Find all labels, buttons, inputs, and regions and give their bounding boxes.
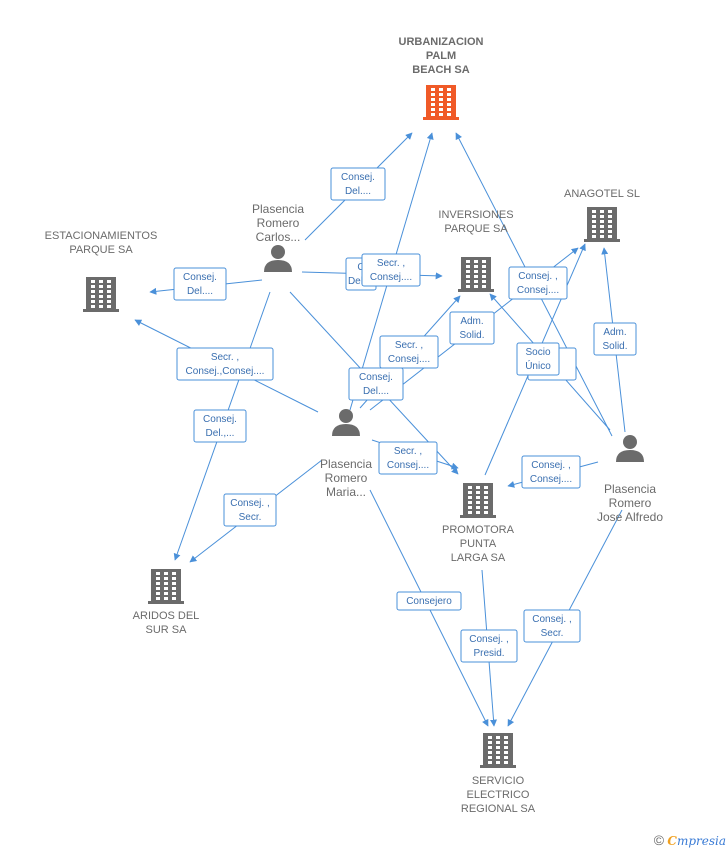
relation-tag-text: Secr. ,	[395, 340, 423, 351]
relation-tag-text: Consej.	[359, 372, 393, 383]
company-nodes: URBANIZACION PALM BEACH SA ANAGOTEL SL INVER…	[45, 36, 640, 815]
relation-tag-text: Consej....	[387, 460, 429, 471]
relation-tag-text: Solid.	[459, 330, 484, 341]
company-label-urbanizacion-line: PALM	[426, 50, 456, 62]
relation-tag-text: Consej.,Consej....	[186, 366, 265, 377]
person-label-maria-line: Plasencia	[320, 457, 372, 471]
company-label-aridos-line: SUR SA	[146, 624, 188, 636]
relation-tag-text: Único	[525, 359, 551, 372]
person-label-carlos-line: Carlos...	[256, 230, 301, 244]
person-icon-maria[interactable]	[332, 409, 360, 436]
person-nodes: PlasenciaRomeroCarlos...PlasenciaRomeroM…	[252, 202, 663, 524]
relation-tag-text: Consej. ,	[469, 634, 508, 645]
relation-tag-text: Secr. ,	[211, 352, 239, 363]
relation-tag-text: Del....	[345, 186, 371, 197]
building-icon-estacionamientos[interactable]	[83, 277, 119, 312]
copyright-symbol: ©	[653, 832, 665, 848]
building-icon-inversiones[interactable]	[458, 257, 494, 292]
relation-tag-t10[interactable]: Consej. Del.,...	[193, 409, 247, 443]
person-icon-jose[interactable]	[616, 435, 644, 462]
relation-tag-t13[interactable]: Adm. Solid.	[593, 322, 637, 356]
company-label-inversiones-line: INVERSIONES	[438, 209, 513, 221]
relation-tag-t7[interactable]: Secr. , Consej....	[379, 335, 439, 369]
relation-tag-text: Secr.	[541, 628, 564, 639]
relation-tag-text: Socio	[525, 347, 550, 358]
relation-tag-text: Solid.	[602, 341, 627, 352]
relation-tag-text: Consejero	[406, 596, 452, 607]
person-label-jose-line: Plasencia	[604, 482, 656, 496]
relation-tag-t19[interactable]: Consej. , Secr.	[523, 609, 581, 643]
relation-tag-t9[interactable]: Consej. Del....	[348, 367, 404, 401]
relation-tag-text: Consej....	[388, 354, 430, 365]
relation-tag-text: Secr.	[239, 512, 262, 523]
relation-tag-text: Adm.	[603, 327, 626, 338]
company-label-urbanizacion-line: BEACH SA	[412, 64, 470, 76]
relation-tags: Consej.Del....Consej.Del....CDel....Secr…	[173, 167, 637, 663]
person-label-jose-line: Romero	[609, 496, 652, 510]
relation-tag-t1[interactable]: Consej. Del....	[330, 167, 386, 201]
relation-tag-t4[interactable]: Secr. , Consej....	[361, 253, 421, 287]
building-icon-servicio[interactable]	[480, 733, 516, 768]
person-label-carlos-line: Romero	[257, 216, 300, 230]
relation-tag-text: Consej. ,	[531, 460, 570, 471]
relation-tag-text: C	[357, 262, 364, 273]
person-icon-carlos[interactable]	[264, 245, 292, 272]
company-label-servicio-line: SERVICIO	[472, 775, 525, 787]
company-label-estacionamientos-line: PARQUE SA	[69, 244, 133, 256]
relation-tag-t16[interactable]: Consej. , Secr.	[223, 493, 277, 527]
relation-tag-text: Consej....	[530, 474, 572, 485]
company-label-inversiones-line: PARQUE SA	[444, 223, 508, 235]
building-icon-aridos[interactable]	[148, 569, 184, 604]
relation-tag-text: Del....	[363, 386, 389, 397]
person-label-maria-line: Romero	[325, 471, 368, 485]
relation-tag-t17[interactable]: Consejero	[396, 591, 462, 611]
relation-tag-t6[interactable]: Adm. Solid.	[449, 311, 495, 345]
brand-logo[interactable]: Cmpresia	[667, 834, 726, 848]
relation-tag-text: Consej. ,	[532, 614, 571, 625]
building-icon-anagotel[interactable]	[584, 207, 620, 242]
company-label-aridos-line: ARIDOS DEL	[133, 610, 200, 622]
company-label-servicio-line: ELECTRICO	[467, 789, 530, 801]
building-icon-urbanizacion[interactable]	[423, 85, 459, 120]
relation-tag-text: Adm.	[460, 316, 483, 327]
relation-tag-text: Consej....	[370, 272, 412, 283]
person-label-carlos-line: Plasencia	[252, 202, 304, 216]
company-label-servicio-line: REGIONAL SA	[461, 803, 536, 815]
relation-tag-t5[interactable]: Consej. , Consej....	[508, 266, 568, 300]
relation-tag-text: Consej....	[517, 285, 559, 296]
company-label-anagotel-line: ANAGOTEL SL	[564, 188, 640, 200]
relation-tag-t14[interactable]: Secr. , Consej....	[378, 441, 438, 475]
building-icon-promotora[interactable]	[460, 483, 496, 518]
company-label-promotora-line: PROMOTORA	[442, 524, 515, 536]
relation-tag-t8[interactable]: Secr. , Consej.,Consej....	[176, 347, 274, 381]
company-label-urbanizacion-line: URBANIZACION	[399, 36, 484, 48]
company-label-promotora-line: LARGA SA	[451, 552, 506, 564]
relation-tag-text: Presid.	[473, 648, 504, 659]
relation-tag-text: Del....	[187, 286, 213, 297]
relation-tag-text: Consej. ,	[518, 271, 557, 282]
relation-tag-t15[interactable]: Consej. , Consej....	[521, 455, 581, 489]
relation-tag-text: Del....	[348, 276, 374, 287]
person-label-maria-line: Maria...	[326, 485, 366, 499]
relation-tag-text: Secr. ,	[394, 446, 422, 457]
person-label-jose-line: Jose Alfredo	[597, 510, 663, 524]
company-label-promotora-line: PUNTA	[460, 538, 497, 550]
footer-brand: © Cmpresia	[654, 832, 726, 848]
relation-tag-text: Consej.	[203, 414, 237, 425]
relation-tag-text: Consej.	[341, 172, 375, 183]
company-label-estacionamientos-line: ESTACIONAMIENTOS	[45, 230, 158, 242]
relation-tag-text: Secr. ,	[377, 258, 405, 269]
relation-tag-text: Consej. ,	[230, 498, 269, 509]
relation-tag-t2[interactable]: Consej. Del....	[173, 267, 227, 301]
relation-tag-text: Consej.	[183, 272, 217, 283]
relation-tag-text: Del.,...	[206, 428, 235, 439]
relation-tag-t18[interactable]: Consej. , Presid.	[460, 629, 518, 663]
